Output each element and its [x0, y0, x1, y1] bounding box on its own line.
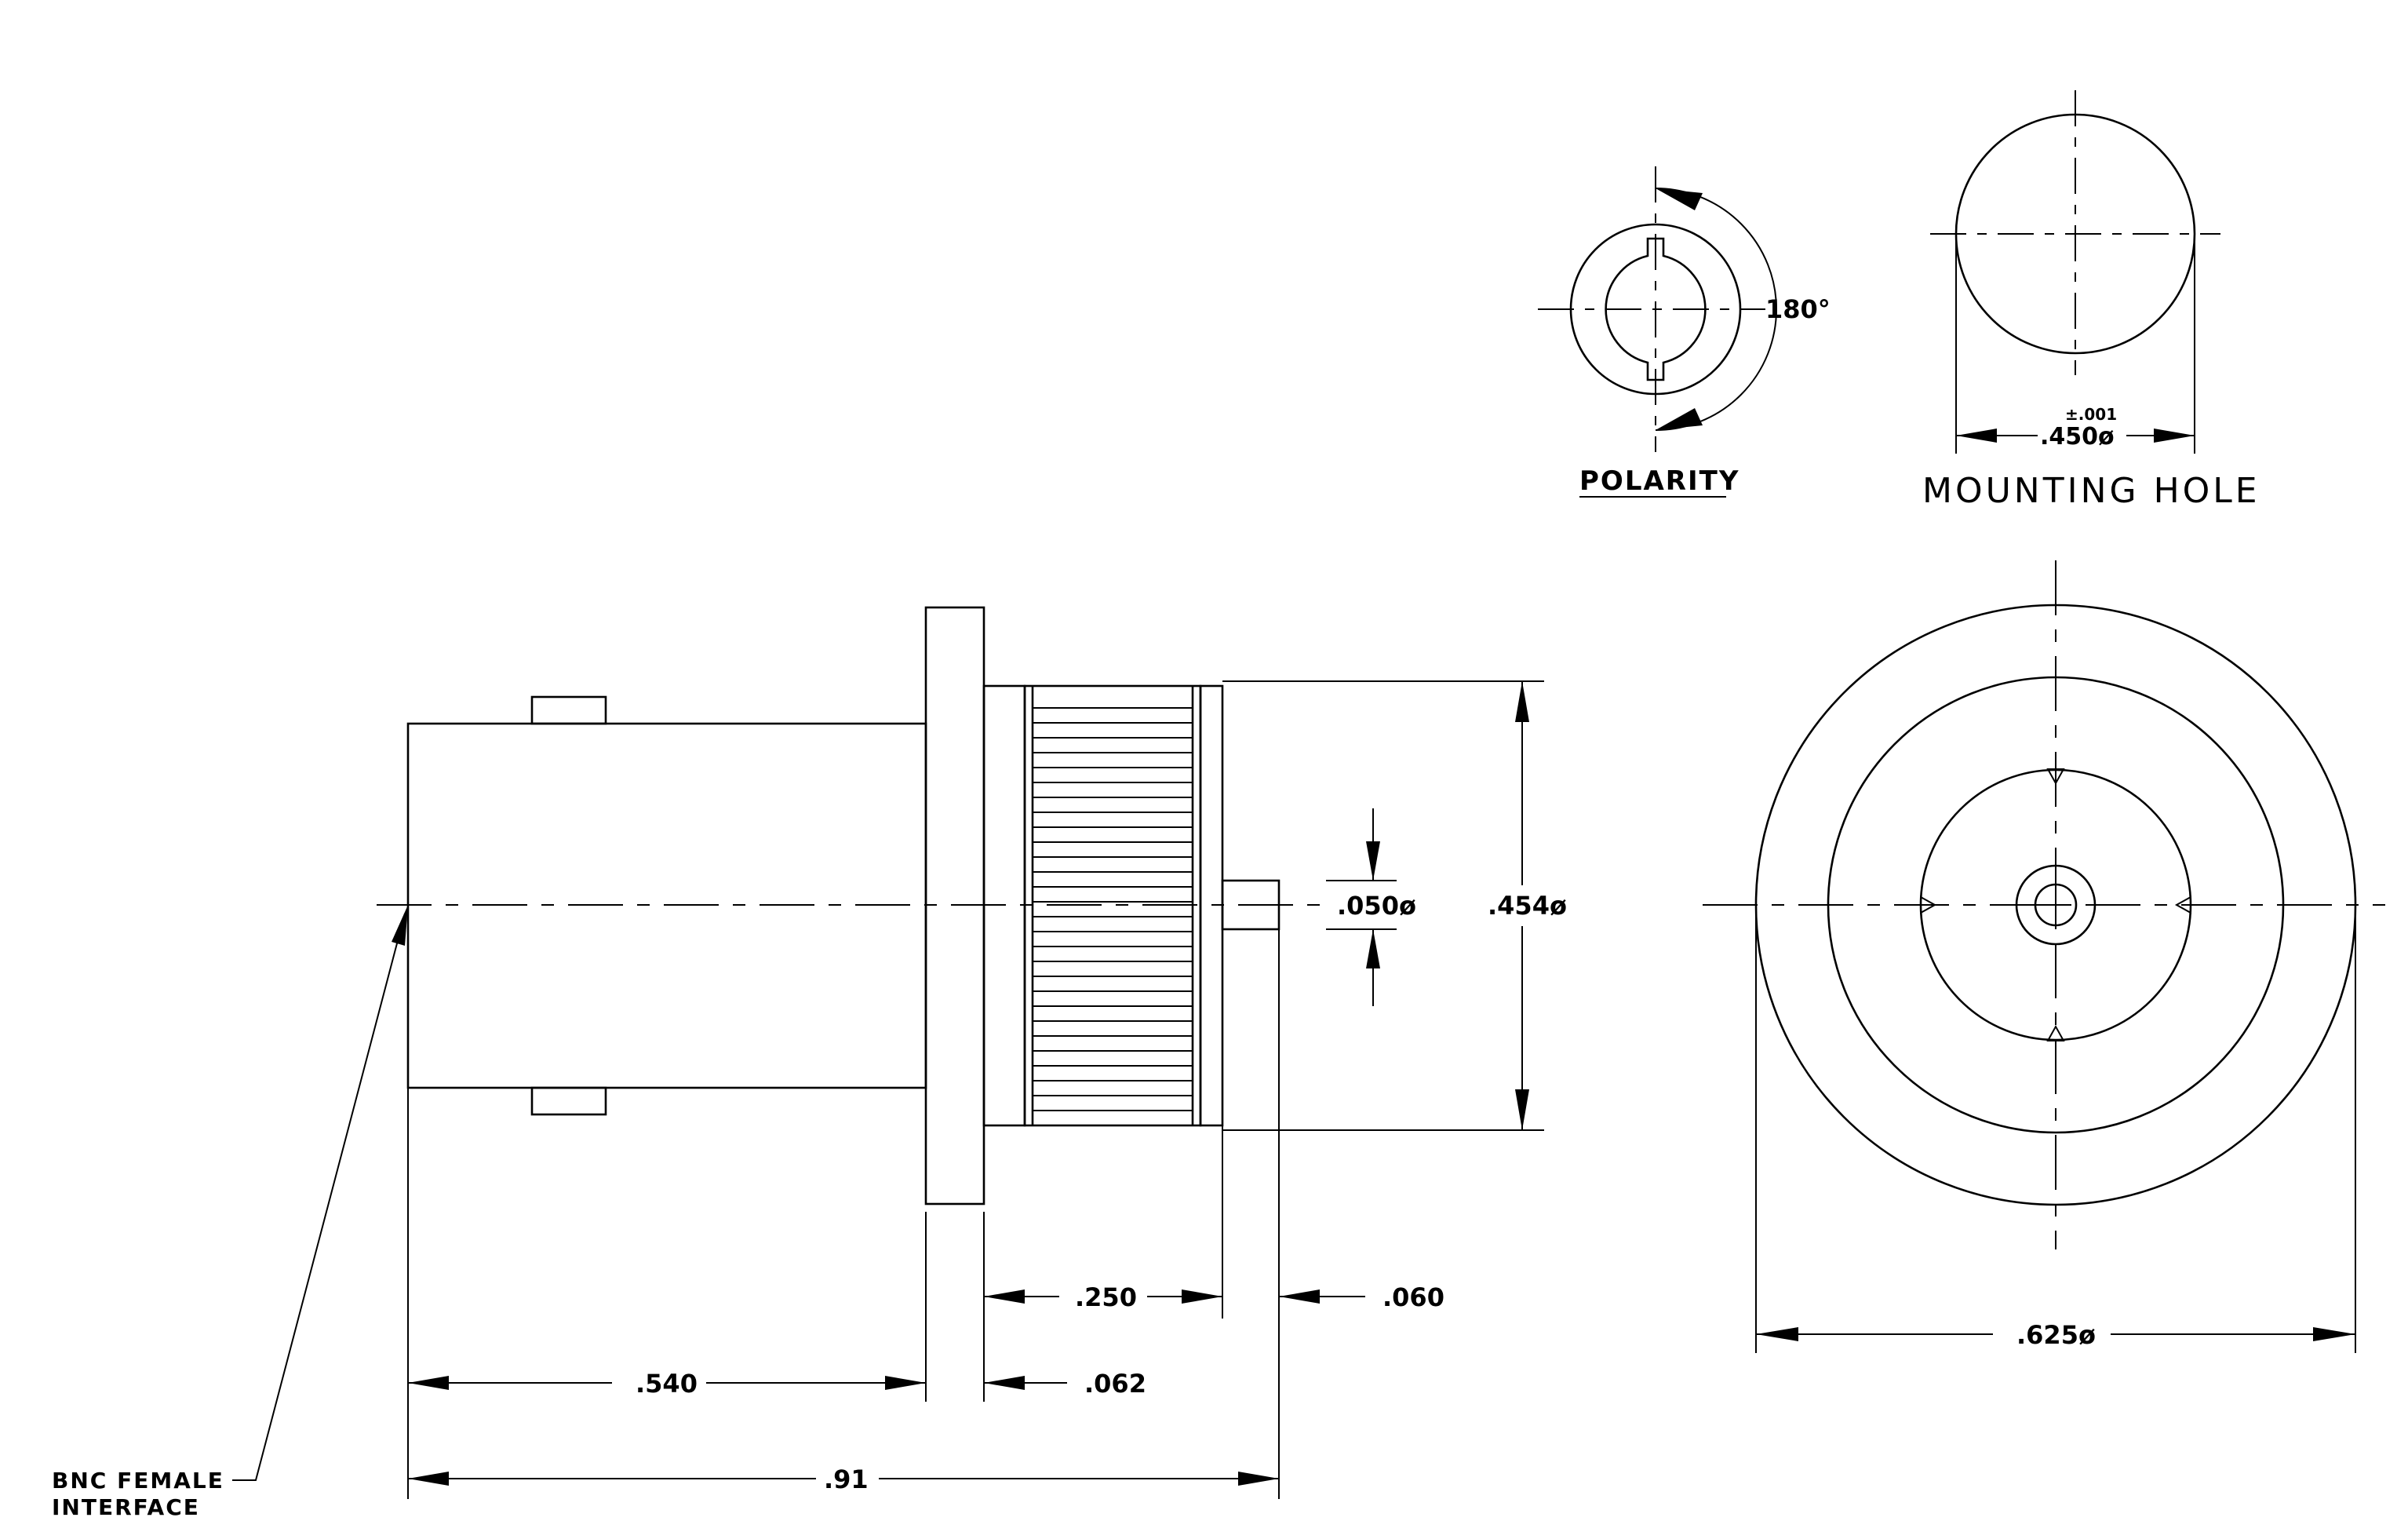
hole-tolerance-label: ±.001	[2065, 405, 2117, 424]
dim-540-label: .540	[636, 1369, 698, 1399]
mounting-hole-title: MOUNTING HOLE	[1922, 471, 2260, 511]
note-interface: INTERFACE	[52, 1494, 200, 1520]
pin-diameter-label: .050ø	[1337, 891, 1416, 921]
hole-diameter-label: .450ø	[2040, 423, 2115, 450]
knurl-lines	[1033, 707, 1193, 1111]
dim-062-label: .062	[1084, 1369, 1146, 1399]
body-diameter-label: .454ø	[1488, 891, 1567, 921]
dim-overall-label: .91	[824, 1464, 869, 1494]
polarity-angle-label: 180°	[1765, 294, 1831, 324]
front-diameter-label: .625ø	[2016, 1320, 2096, 1350]
polarity-title: POLARITY	[1579, 465, 1740, 497]
dim-060-label: .060	[1383, 1282, 1444, 1312]
front-view: .625ø	[1703, 560, 2385, 1353]
polarity-view: 180° POLARITY	[1538, 166, 1831, 498]
dim-250-label: .250	[1075, 1282, 1137, 1312]
note-bnc-female: BNC FEMALE	[52, 1468, 224, 1494]
mounting-hole-view: ±.001 .450ø MOUNTING HOLE	[1922, 90, 2260, 511]
side-view: .454ø .050ø .250 .060 .540 .062 .91	[52, 606, 1567, 1520]
